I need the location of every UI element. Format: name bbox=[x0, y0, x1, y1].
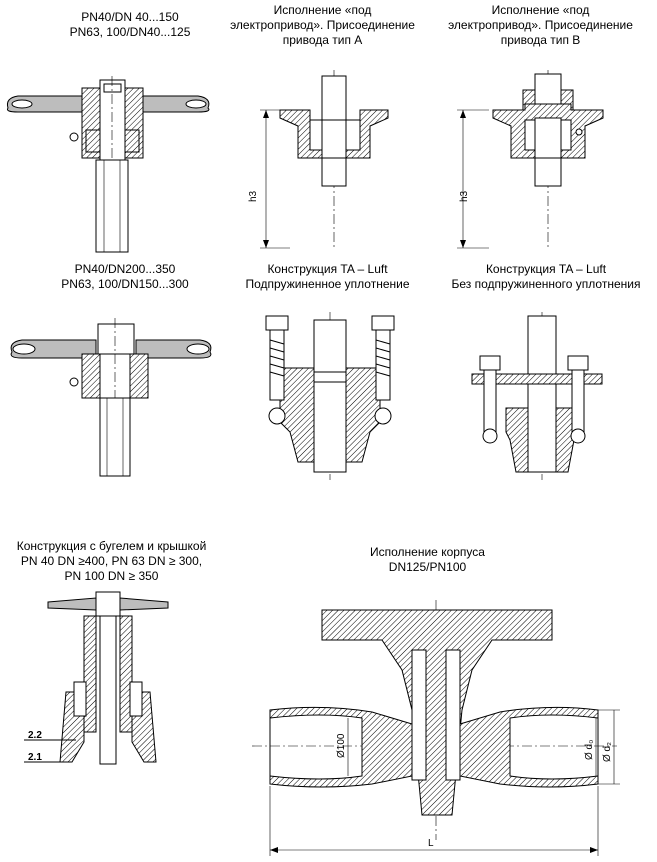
dim-bore: Ø100 bbox=[336, 718, 349, 776]
body-drawing: Ø100 Ø d₀ Ø d₂ L bbox=[252, 600, 620, 856]
actuator-a-drawing: h3 bbox=[248, 70, 389, 250]
handwheel-rim bbox=[10, 339, 212, 359]
stem bbox=[313, 319, 347, 473]
handwheel-rim bbox=[7, 95, 210, 113]
dim-h3-label: h3 bbox=[459, 190, 470, 202]
bolt-right bbox=[567, 355, 589, 444]
dim-d0: Ø d₀ bbox=[584, 718, 597, 776]
caption-line: Без подпружиненного уплотнения bbox=[451, 277, 641, 291]
handwheel-large-drawing bbox=[10, 318, 212, 477]
caption-line: Исполнение «под bbox=[273, 3, 372, 17]
svg-text:L: L bbox=[428, 838, 434, 849]
caption-handwheel-large: PN40/DN200...350 PN63, 100/DN150...300 bbox=[30, 262, 220, 292]
caption-actuator-b: Исполнение «под электропривод». Присоеди… bbox=[448, 3, 633, 48]
bolt-left bbox=[479, 355, 501, 444]
spring-bolt-left bbox=[265, 315, 289, 425]
caption-line: электропривод». Присоединение bbox=[448, 18, 633, 32]
caption-line: PN40/DN 40...150 bbox=[81, 10, 179, 24]
caption-body: Исполнение корпуса DN125/PN100 bbox=[340, 545, 515, 575]
stem bbox=[95, 159, 129, 253]
body-inlet bbox=[269, 706, 413, 788]
yoke-bonnet-drawing: 2.2 2.1 bbox=[24, 591, 169, 765]
svg-text:Ø d₂: Ø d₂ bbox=[602, 742, 613, 762]
caption-line: Исполнение «под bbox=[491, 3, 590, 17]
wedge-guide-right bbox=[445, 649, 461, 781]
svg-text:Ø100: Ø100 bbox=[336, 733, 347, 758]
caption-line: Конструкция TA – Luft bbox=[485, 262, 607, 276]
caption-line: Исполнение корпуса bbox=[370, 545, 485, 559]
svg-text:Ø d₀: Ø d₀ bbox=[584, 740, 595, 760]
caption-line: DN125/PN100 bbox=[388, 560, 467, 574]
caption-line: привода тип В bbox=[500, 33, 581, 47]
caption-line: Конструкция с бугелем и крышкой bbox=[16, 539, 207, 553]
caption-line: привода тип А bbox=[282, 33, 363, 47]
body-bonnet-flange bbox=[321, 609, 553, 816]
caption-line: PN63, 100/DN150...300 bbox=[61, 277, 189, 291]
handwheel-hub bbox=[97, 323, 135, 355]
caption-line: PN40/DN200...350 bbox=[74, 262, 176, 276]
dim-h3-label: h3 bbox=[248, 190, 259, 202]
grease-nipple bbox=[69, 132, 79, 142]
dim-d2: Ø d₂ bbox=[598, 709, 620, 785]
wedge-guide-left bbox=[411, 649, 427, 781]
stem bbox=[99, 615, 117, 765]
caption-line: PN 100 DN ≥ 350 bbox=[64, 569, 159, 583]
handwheel-hub bbox=[95, 591, 121, 617]
dim-length: L bbox=[269, 786, 599, 856]
caption-yoke-bonnet: Конструкция с бугелем и крышкой PN 40 DN… bbox=[4, 539, 219, 584]
caption-line: Конструкция TA – Luft bbox=[267, 262, 388, 276]
caption-handwheel-small: PN40/DN 40...150 PN63, 100/DN40...125 bbox=[40, 10, 220, 40]
handwheel-small-drawing bbox=[7, 76, 210, 253]
callout-2-2: 2.2 bbox=[28, 730, 42, 741]
caption-actuator-a: Исполнение «под электропривод». Присоеди… bbox=[230, 3, 415, 48]
caption-line: PN63, 100/DN40...125 bbox=[69, 25, 191, 39]
body-outlet bbox=[459, 706, 599, 788]
ta-luft-nospring-drawing bbox=[471, 312, 603, 480]
caption-line: Подпружиненное уплотнение bbox=[245, 277, 410, 291]
caption-ta-luft-nospring: Конструкция TA – Luft Без подпружиненног… bbox=[440, 262, 652, 292]
stem bbox=[527, 315, 557, 473]
ta-luft-spring-drawing bbox=[265, 312, 395, 480]
actuator-b-drawing: h3 bbox=[457, 70, 604, 250]
grease-nipple bbox=[69, 377, 79, 387]
caption-line: PN 40 DN ≥400, PN 63 DN ≥ 300, bbox=[20, 554, 203, 568]
gland-flange bbox=[471, 373, 603, 385]
callout-2-1: 2.1 bbox=[28, 752, 42, 763]
spring-bolt-right bbox=[371, 315, 395, 425]
caption-ta-luft-spring: Конструкция TA – Luft Подпружиненное упл… bbox=[230, 262, 425, 292]
stem bbox=[99, 397, 131, 477]
caption-line: электропривод». Присоединение bbox=[230, 18, 415, 32]
